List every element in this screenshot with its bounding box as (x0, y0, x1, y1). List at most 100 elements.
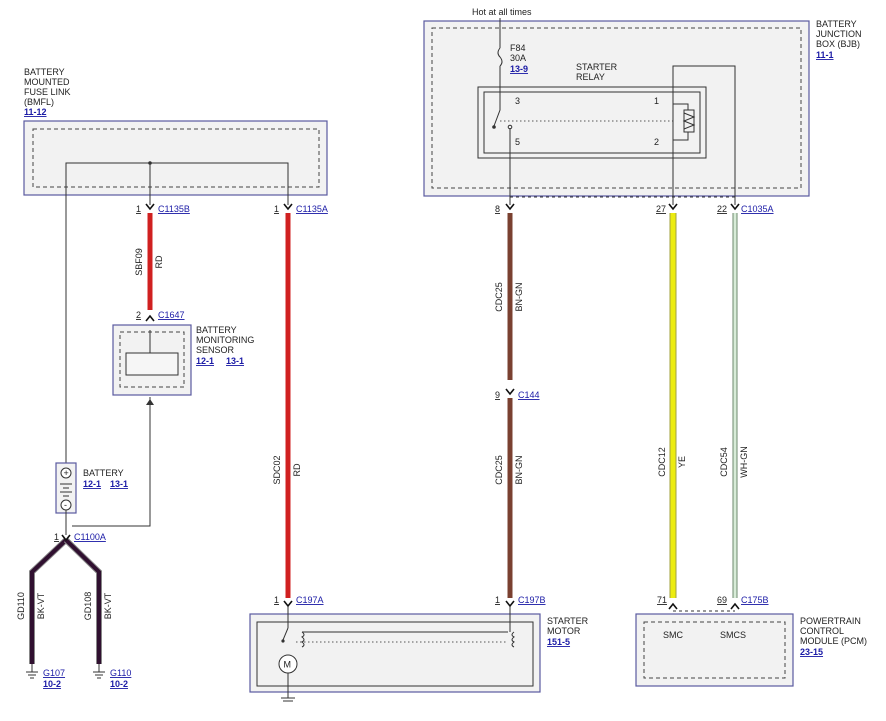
pcm-ref-link[interactable]: 23-15 (800, 647, 823, 657)
g110-label[interactable]: G110 (110, 668, 131, 678)
connector-pin-number: 8 (495, 204, 500, 214)
starter-solenoid-coil-icon (301, 631, 305, 648)
bmfl-label-2: MOUNTED (24, 77, 70, 87)
connector-pin-number: 22 (717, 204, 727, 214)
connector-c197b[interactable]: C197B (518, 595, 546, 605)
connector-c1035a[interactable]: C1035A (741, 204, 774, 214)
connector-chevron-icon (668, 602, 678, 610)
starter-motor-box (249, 613, 541, 693)
wire-circuit-label: CDC12 (657, 447, 667, 477)
relay-coil-winding (682, 112, 696, 130)
starter-contact (281, 639, 285, 643)
connector-pin-number: 2 (136, 310, 141, 320)
connector-pin-number: 1 (274, 595, 279, 605)
pcm-pin-smc: SMC (663, 630, 684, 640)
bjb-ref-link[interactable]: 11-1 (816, 50, 834, 60)
relay-contact-dot (492, 125, 496, 129)
bms-to-battery (72, 397, 151, 527)
relay-pin-2: 2 (654, 137, 659, 147)
fuse-label-2: 30A (510, 53, 526, 63)
wire-circuit-label: SBF09 (134, 248, 144, 276)
connector-c197a[interactable]: C197A (296, 595, 324, 605)
connector-chevron-icon (668, 203, 678, 211)
relay-pin-5: 5 (515, 137, 520, 147)
bms-ref-2[interactable]: 13-1 (226, 356, 244, 366)
battery-plus-sign: + (64, 468, 69, 478)
connector-chevron-icon (730, 203, 740, 211)
battery-ref-1[interactable]: 12-1 (83, 479, 101, 489)
wire-circuit-label: CDC25 (494, 282, 504, 312)
starter-label-2: MOTOR (547, 626, 581, 636)
bjb-box (423, 20, 810, 197)
pcm-label-1: POWERTRAIN (800, 616, 861, 626)
bmfl-label-3: FUSE LINK (24, 87, 71, 97)
wire-gd110 (30, 538, 68, 664)
bms-arrow-icon (146, 399, 154, 405)
pcm-inner (643, 621, 786, 679)
starter-relay-label-2: RELAY (576, 72, 605, 82)
fuse-ref-link[interactable]: 13-9 (510, 64, 528, 74)
connector-pin-number: 1 (274, 204, 279, 214)
bjb-label-1: BATTERY (816, 19, 857, 29)
connector-pin-number: 71 (657, 595, 667, 605)
bms-inner (119, 331, 185, 388)
connector-pin-number: 1 (495, 595, 500, 605)
battery-component: + - BATTERY 12-1 13-1 (55, 462, 128, 535)
bmfl-label-4: (BMFL) (24, 97, 54, 107)
bmfl-junction-dot (148, 161, 152, 165)
connector-chevron-icon (145, 314, 155, 322)
starter-relay-box (477, 86, 707, 159)
relay-coil-top (673, 103, 689, 110)
bmfl-box (23, 120, 328, 196)
connector-pin-number: 27 (656, 204, 666, 214)
connector-pin-number: 9 (495, 390, 500, 400)
relay-coil-bottom (673, 132, 689, 141)
bms-label-3: SENSOR (196, 345, 235, 355)
g107-label[interactable]: G107 (43, 668, 65, 678)
relay-switch-arm (493, 66, 501, 127)
g107-ref-link[interactable]: 10-2 (43, 679, 61, 689)
wire-color-label: BN-GN (514, 283, 524, 312)
relay-pin-3: 3 (515, 96, 520, 106)
relay-pin-1: 1 (654, 96, 659, 106)
battery-ref-2[interactable]: 13-1 (110, 479, 128, 489)
connector-chevron-icon (61, 534, 71, 542)
bmfl-bus (65, 162, 289, 470)
ground-g110: G110 10-2 (93, 664, 131, 689)
battery-minus-sign: - (64, 500, 67, 510)
connector-chevron-icon (283, 600, 293, 608)
wire-circuit-label: CDC54 (719, 447, 729, 477)
bms-component: BATTERY MONITORING SENSOR 12-1 13-1 (72, 324, 254, 527)
bmfl-ref-link[interactable]: 11-12 (24, 107, 47, 117)
connector-c144[interactable]: C144 (518, 390, 540, 400)
connector-c1135b[interactable]: C1135B (158, 204, 190, 214)
starter-hold-coil-icon (511, 631, 515, 648)
wire-color-label: BK-VT (103, 592, 113, 619)
connector-chevron-icon (730, 602, 740, 610)
connector-c175b[interactable]: C175B (741, 595, 769, 605)
pcm-pin-smcs: SMCS (720, 630, 746, 640)
wire-circuit-label: CDC25 (494, 455, 504, 485)
starter-relay-label-1: STARTER (576, 62, 618, 72)
g110-ref-link[interactable]: 10-2 (110, 679, 128, 689)
connector-pin-number: 1 (136, 204, 141, 214)
starter-solenoid-switch (282, 627, 289, 641)
connector-c1647[interactable]: C1647 (158, 310, 185, 320)
wire-color-label: WH-GN (739, 446, 749, 478)
connector-c1100a[interactable]: C1100A (74, 532, 106, 542)
wire-gd108 (64, 538, 101, 664)
wire-color-label: BN-GN (514, 456, 524, 485)
wire-circuit-label: SDC02 (272, 455, 282, 484)
bms-ref-1[interactable]: 12-1 (196, 356, 214, 366)
pcm-label-2: CONTROL (800, 626, 844, 636)
connector-c1135a[interactable]: C1135A (296, 204, 328, 214)
starter-motor-component: STARTER MOTOR 151-5 M (249, 605, 589, 702)
connector-chevron-icon (145, 203, 155, 211)
connector-pin-number: 1 (54, 532, 59, 542)
starter-ref-link[interactable]: 151-5 (547, 637, 570, 647)
bmfl-component: BATTERY MOUNTED FUSE LINK (BMFL) 11-12 (23, 67, 328, 470)
wire-color-label: RD (154, 255, 164, 268)
starter-label-1: STARTER (547, 616, 589, 626)
